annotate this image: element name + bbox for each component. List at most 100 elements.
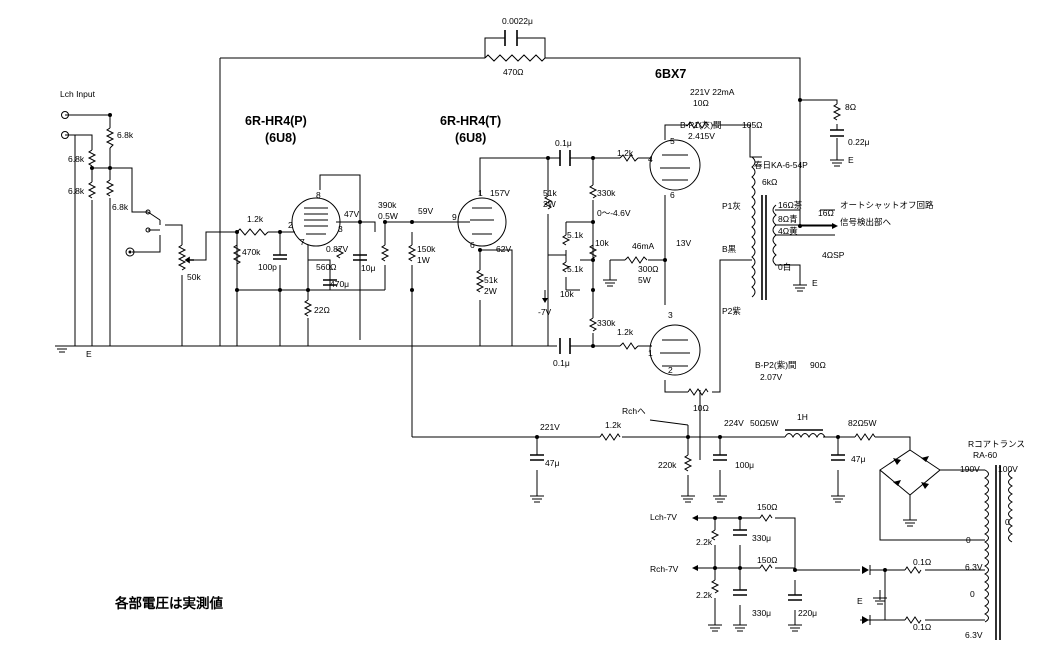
grid-cap-value: 100p	[258, 262, 277, 272]
bp2r-label: 90Ω	[810, 360, 826, 370]
cathode-r-value: 560Ω	[316, 262, 337, 272]
cathode-r2-value: 22Ω	[314, 305, 330, 315]
feedback-capacitor	[504, 30, 518, 46]
c100-value: 100μ	[735, 460, 754, 470]
voltage-221: 221V	[540, 422, 560, 432]
pk-r-value: 51k	[543, 188, 557, 198]
bias-pot3-value: 10k	[595, 238, 609, 248]
plate-r-value: 390k	[378, 200, 397, 210]
heater-r2-value: 0.1Ω	[913, 622, 931, 632]
rch-neg-label: Rch-7V	[650, 564, 679, 574]
pin: 6	[470, 240, 475, 250]
bleed-r-value: 220k	[658, 460, 677, 470]
tap0-label: 0白	[778, 262, 791, 272]
pk-w-value: 2W	[543, 199, 556, 209]
bias-pot1-value: 5.1k	[567, 230, 584, 240]
load-r-value: 150k	[417, 244, 436, 254]
tube-6bx7-top	[649, 139, 701, 191]
cathode-current: 46mA	[632, 241, 655, 251]
ground-symbols	[55, 159, 917, 632]
feedback-cap-value: 0.0022μ	[502, 16, 533, 26]
ground-e-label-3: E	[848, 155, 854, 165]
measured-note: 各部電圧は実測値	[114, 595, 223, 611]
p1-res-value: 10Ω	[693, 98, 709, 108]
pin: 6	[670, 190, 675, 200]
pin: 3	[668, 310, 673, 320]
voltage-47: 47V	[344, 209, 359, 219]
out16-label: 16Ω	[818, 208, 834, 218]
pin: 1	[648, 348, 653, 358]
tap8-label: 8Ω青	[778, 214, 798, 224]
neg-c1-value: 330μ	[752, 533, 771, 543]
hv-r-value: 1.2k	[605, 420, 622, 430]
components	[61, 30, 1014, 640]
volume-pot	[177, 244, 187, 271]
input-label: Lch Input	[60, 89, 96, 99]
coupling-cap-top	[559, 150, 571, 166]
pin: 4	[648, 154, 653, 164]
neg-div1-value: 2.2k	[696, 537, 713, 547]
voltage-0a: 0	[966, 535, 971, 545]
neg-r2-value: 150Ω	[757, 555, 778, 565]
resistor	[105, 127, 115, 149]
ktail-r-value: 51k	[484, 275, 498, 285]
bias-bottom-value: 330k	[597, 318, 616, 328]
coupling-top-value: 0.1μ	[555, 138, 572, 148]
heater-r1-value: 0.1Ω	[913, 557, 931, 567]
input-jack-l	[61, 111, 69, 119]
coupling-cap-bottom	[559, 338, 571, 354]
speaker-c-value: 0.22μ	[848, 137, 870, 147]
feedback-resistor	[484, 54, 546, 62]
choke	[784, 433, 826, 439]
cathode-ro-value: 300Ω	[638, 264, 659, 274]
signal-detect-label: 信号検出部へ	[840, 217, 892, 227]
voltage-62: 62V	[496, 244, 511, 254]
voltage-157: 157V	[490, 188, 510, 198]
voltage-221-top: 221V 22mA	[690, 87, 735, 97]
tube2-name: 6R-HR4(T)	[440, 114, 501, 128]
grid-bottom-value: 1.2k	[617, 327, 634, 337]
bridge-rectifier	[879, 449, 941, 496]
voltage-63b: 6.3V	[965, 630, 983, 640]
c47b-value: 47μ	[851, 454, 865, 464]
r1-value: 6.8k	[117, 130, 134, 140]
neg-c2-value: 330μ	[752, 608, 771, 618]
bias-range: 0〜-4.6V	[597, 208, 631, 218]
neg-div2-value: 2.2k	[696, 590, 713, 600]
tube3-name: 6BX7	[655, 67, 686, 81]
r2-value: 6.8k	[68, 154, 85, 164]
auto-shutoff-label: オートシャットオフ回路	[840, 200, 934, 210]
pin: 3	[338, 224, 343, 234]
voltage-bp1: 2.415V	[688, 131, 715, 141]
voltage-0b: 0	[1005, 517, 1010, 527]
tube-6r-hr4-t	[457, 197, 507, 247]
neg-c3-value: 220μ	[798, 608, 817, 618]
wiring	[62, 37, 985, 625]
bias-negative: -7V	[538, 307, 552, 317]
feedback-res-value: 470Ω	[503, 67, 524, 77]
pin: 8	[316, 190, 321, 200]
plate-w-value: 0.5W	[378, 211, 398, 221]
input-jack-r	[61, 131, 69, 139]
voltage-13: 13V	[676, 238, 691, 248]
voltage-59: 59V	[418, 206, 433, 216]
cathode-c-value: 470μ	[330, 279, 349, 289]
tap16-label: 16Ω茶	[778, 200, 803, 210]
voltage-0c: 0	[970, 589, 975, 599]
tube1-alt: (6U8)	[265, 131, 296, 145]
pin: 2	[668, 365, 673, 375]
neg-r1-value: 150Ω	[757, 502, 778, 512]
tube2-alt: (6U8)	[455, 131, 486, 145]
ground-e-label-2: E	[812, 278, 818, 288]
p1-label: P1灰	[722, 201, 741, 211]
bias-pot4-value: 10k	[560, 289, 574, 299]
b-label: B黒	[722, 244, 737, 254]
tube-6r-hr4-p	[291, 197, 341, 247]
ktail-w-value: 2W	[484, 286, 497, 296]
pin: 1	[478, 188, 483, 198]
pin: 5	[670, 136, 675, 146]
r50-value: 50Ω5W	[750, 418, 779, 428]
bias-pot2-value: 5.1k	[567, 264, 584, 274]
